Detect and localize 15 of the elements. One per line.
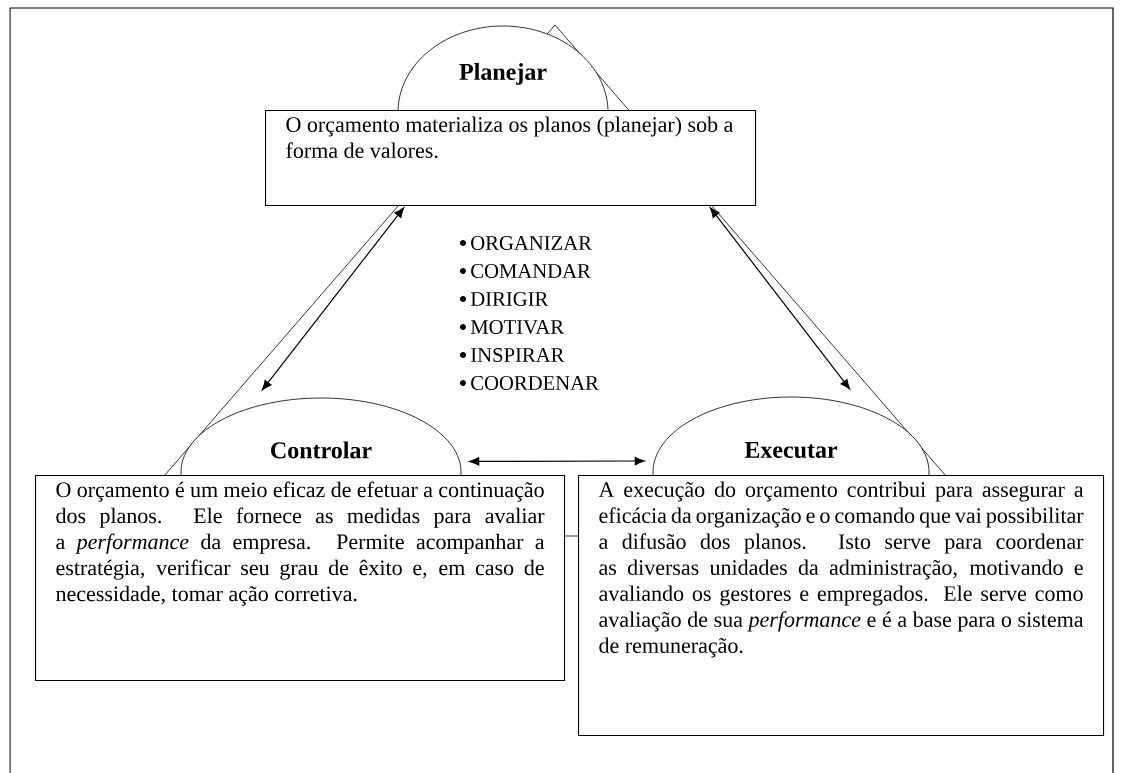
list-item: MOTIVAR — [470, 320, 565, 334]
list-item: ORGANIZAR — [471, 236, 592, 250]
arrow — [709, 207, 851, 390]
node-label: Controlar — [271, 441, 372, 459]
text-box: O orçamento é um meio eficaz de efetuar a continuação dos planos. Ele fornece as medidas para avaliar a performance da empresa. Permite acompanhar a estratégia, verificar seu grau de êxito e, em caso de necessidade, tomar ação corretiva. — [35, 475, 566, 682]
text-box: A execução do orçamento contribui para assegurar a eficácia da organização e o comando que vai possibilitar a difusão dos planos. Isto serve para coordenar as diversas unidades da administração, motivando e avaliando os gestores e empregados. Ele serve como avaliação de sua performance e é a base para o sistema de remuneração. — [578, 475, 1105, 737]
node-label: Executar — [744, 441, 838, 458]
list-item: COMANDAR — [471, 264, 591, 278]
list-item: INSPIRAR — [471, 348, 565, 362]
text-box: O orçamento materializa os planos (planejar) sob a forma de valores. — [265, 110, 757, 207]
list-item: COORDENAR — [471, 376, 599, 390]
node-label: Planejar — [459, 63, 547, 85]
arrow — [261, 207, 405, 391]
arrow — [469, 456, 645, 466]
list-item: DIRIGIR — [470, 292, 549, 306]
